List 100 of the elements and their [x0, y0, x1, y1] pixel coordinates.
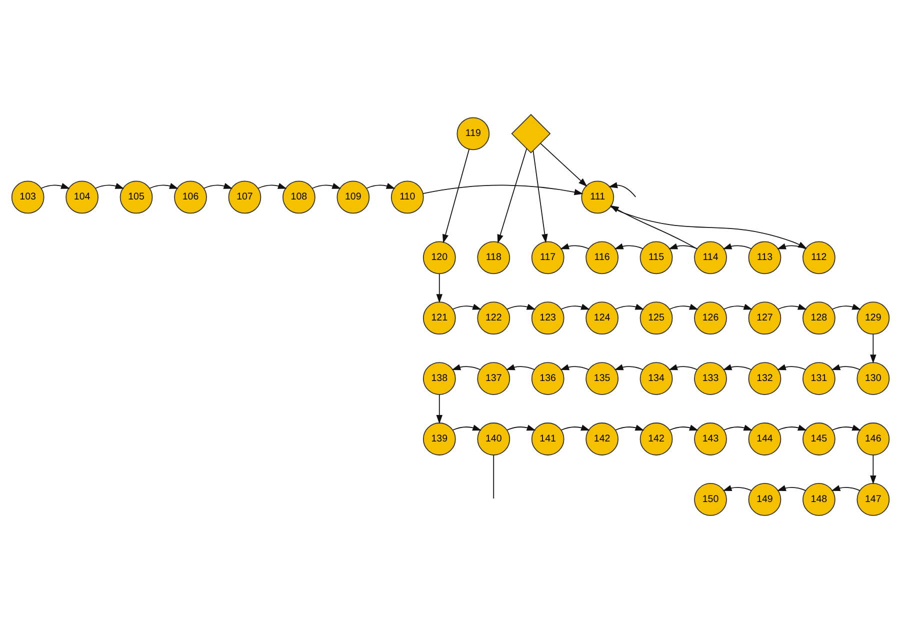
arrow	[777, 364, 806, 370]
arrow	[452, 304, 482, 310]
node-circle: 105	[120, 180, 153, 214]
arrow	[366, 182, 396, 189]
node-circle: 115	[640, 241, 673, 274]
node-circle: 139	[422, 422, 456, 456]
arrow	[532, 150, 548, 243]
node-circle: 107	[228, 180, 262, 214]
arrow	[608, 182, 636, 198]
arrow	[870, 454, 876, 484]
arrow	[722, 364, 752, 370]
arrow	[614, 364, 644, 370]
node-circle: 150	[694, 483, 727, 516]
node-circle: 128	[802, 302, 836, 335]
node-circle: 116	[586, 241, 618, 274]
node-circle: 148	[802, 483, 836, 516]
node-circle: 144	[748, 422, 782, 456]
node-circle: 117	[531, 241, 564, 274]
node-circle: 125	[640, 302, 673, 335]
arrow	[442, 148, 470, 244]
arrow	[560, 243, 590, 250]
arrow	[724, 304, 753, 310]
node-circle: 145	[802, 422, 836, 456]
node-circle: 103	[11, 180, 44, 214]
node-circle: 142	[586, 422, 618, 456]
arrow	[669, 424, 698, 431]
node-circle: 106	[174, 180, 207, 214]
arrow	[540, 142, 588, 187]
arrow	[724, 424, 753, 431]
arrow	[832, 424, 862, 431]
arrow	[777, 485, 806, 492]
arrow	[832, 304, 862, 310]
node-circle: 147	[856, 483, 890, 516]
node-circle: 130	[856, 362, 890, 395]
node-circle: 110	[390, 180, 424, 214]
node-circle: 111	[581, 180, 614, 214]
arrow	[615, 424, 644, 431]
node-circle: 104	[66, 180, 98, 214]
arrow	[312, 182, 342, 189]
node-circle: 146	[856, 422, 890, 456]
node-circle: 122	[477, 302, 510, 335]
node-circle: 137	[477, 362, 510, 395]
node-circle: 141	[531, 422, 564, 456]
node-circle: 108	[282, 180, 316, 214]
arrow	[204, 182, 233, 189]
arrow	[615, 304, 644, 310]
arrow	[452, 424, 482, 431]
arrow	[778, 424, 807, 431]
arrow	[506, 424, 536, 431]
node-circle: 131	[802, 362, 836, 395]
node-circle: 132	[748, 362, 782, 395]
arrow	[831, 364, 860, 370]
arrow	[778, 304, 807, 310]
node-circle: 112	[802, 241, 836, 274]
node-diamond	[511, 114, 551, 154]
arrow	[149, 182, 178, 189]
arrow	[497, 148, 528, 244]
node-circle: 143	[694, 422, 727, 456]
arrow	[560, 304, 590, 310]
node-circle: 149	[748, 483, 782, 516]
connector	[493, 454, 494, 499]
arrow	[452, 364, 481, 370]
node-circle: 124	[586, 302, 618, 335]
arrow	[722, 243, 752, 250]
arrow	[777, 243, 806, 250]
arrow	[610, 205, 698, 250]
node-circle: 138	[422, 362, 456, 395]
node-circle: 133	[694, 362, 727, 395]
node-circle: 121	[422, 302, 456, 335]
arrow	[436, 274, 442, 304]
node-circle: 127	[748, 302, 782, 335]
node-circle: 126	[694, 302, 727, 335]
arrow	[614, 243, 644, 250]
node-circle: 120	[422, 241, 456, 274]
arrow	[95, 182, 124, 189]
node-circle: 136	[531, 362, 564, 395]
node-circle: 134	[640, 362, 673, 395]
node-circle: 109	[336, 180, 370, 214]
node-circle: 135	[586, 362, 618, 395]
arrow	[669, 304, 698, 310]
arrow	[668, 364, 698, 370]
node-circle: 118	[477, 241, 510, 274]
arrow	[831, 485, 860, 492]
arrow	[668, 243, 698, 250]
arrow	[258, 182, 287, 189]
node-circle: 113	[748, 241, 782, 274]
arrow	[870, 334, 876, 364]
arrow	[506, 304, 536, 310]
arrow	[560, 364, 590, 370]
arrow	[40, 182, 70, 189]
node-circle: 119	[456, 117, 490, 150]
node-circle: 129	[856, 302, 890, 335]
arrow	[722, 485, 752, 492]
node-circle: 140	[477, 422, 510, 456]
node-circle: 142	[640, 422, 673, 456]
arrow	[506, 364, 535, 370]
arrow	[422, 184, 584, 196]
node-circle: 114	[694, 241, 727, 274]
arrow	[560, 424, 590, 431]
arrow	[436, 394, 442, 424]
